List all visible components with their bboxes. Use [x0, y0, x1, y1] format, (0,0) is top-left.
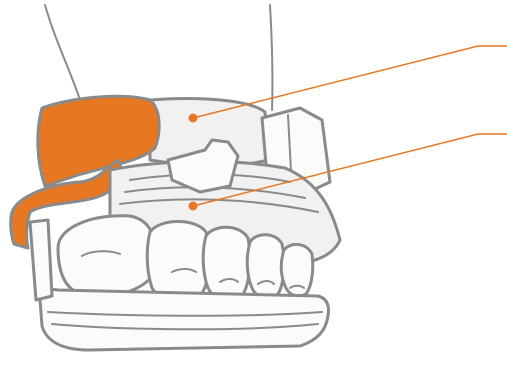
big-toe-nail	[81, 250, 121, 257]
little-toe-nail	[289, 284, 305, 289]
third-toe-nail	[219, 278, 239, 283]
second-toe	[145, 220, 211, 303]
callout-dot-upper	[188, 113, 198, 123]
second-toe-nail	[171, 268, 197, 273]
fourth-toe	[245, 233, 286, 299]
base-plate-edge	[47, 311, 323, 317]
third-toe	[201, 225, 252, 301]
big-toe	[56, 214, 158, 298]
little-toe	[279, 243, 315, 298]
callout-leader-lower	[192, 133, 507, 207]
fourth-toe-nail	[257, 280, 275, 285]
leg-outline-left	[44, 4, 81, 101]
callout-dot-lower	[188, 201, 198, 211]
leg-outline-right	[269, 4, 274, 111]
base-plate	[38, 288, 330, 352]
side-strap	[9, 158, 123, 250]
callout-leader-upper	[192, 45, 507, 119]
heel-cup	[36, 94, 161, 188]
side-clip	[28, 218, 54, 302]
adjuster-knob	[166, 138, 240, 194]
base-plate-edge	[51, 323, 319, 331]
